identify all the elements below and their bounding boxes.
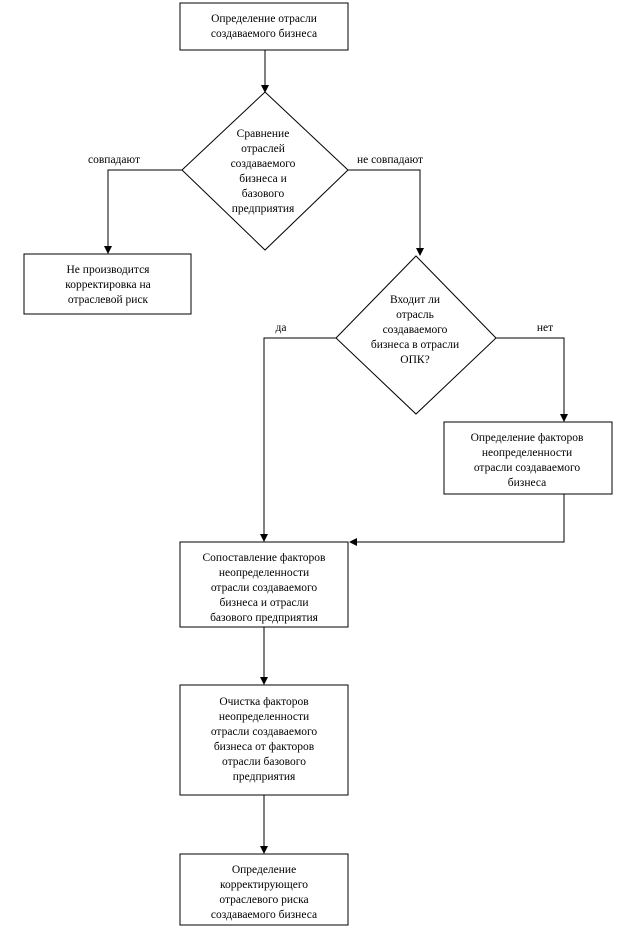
shapes [23,2,613,926]
node-text-line: отрасли создаваемого [211,726,318,738]
node-define-risk-text: Определение корректирующего отраслевого ри… [211,864,317,921]
node-text-line: отраслей [241,143,285,155]
node-text-line: бизнеса и [239,173,286,185]
node-text-line: базового предприятия [210,612,319,624]
edge-labels: совпадают не совпадают да нет [88,154,553,334]
node-text-line: Сопоставление факторов [203,552,327,564]
node-text-line: неопределенности [219,567,309,579]
edge-n3-n4 [349,494,565,546]
edge-d2-n4 [260,337,336,542]
node-compare-factors [179,541,349,628]
node-text-line: отрасли создаваемого [474,462,581,474]
node-text-line: отраслевого риска [219,894,308,906]
node-text-line: отрасль [396,309,434,321]
node-text-line: Очистка факторов [219,696,309,708]
node-text-line: неопределенности [482,447,572,459]
node-clean-factors-text: Очистка факторов неопределенности отрасли … [211,696,318,783]
node-define-factors [443,421,613,495]
node-text-line: предприятия [232,203,295,215]
edge-label-yes: да [276,322,287,334]
edge-label-no: нет [537,322,553,334]
node-text-line: Определение отрасли [211,13,317,25]
node-define-risk [179,853,349,926]
node-text-line: бизнеса в отрасли [371,339,459,351]
decision-compare-industries [181,91,349,251]
node-define-industry-text: Определение отрасли создаваемого бизнеса [211,13,317,40]
node-text-line: неопределенности [219,711,309,723]
node-text-line: создаваемого бизнеса [211,28,317,40]
node-clean-factors [179,684,349,796]
node-text-line: предприятия [233,771,296,783]
node-text-line: Не производится [67,264,151,276]
node-text-line: создаваемого бизнеса [211,909,317,921]
node-text-line: Входит ли [390,294,440,306]
node-text-line: Сравнение [237,128,290,140]
node-text-line: отрасли базового [222,756,306,768]
node-text-line: корректирующего [220,879,308,891]
node-no-correction [23,253,192,315]
node-text-line: Определение [232,864,296,876]
decision-opk [335,255,497,415]
node-texts: Определение отрасли создаваемого бизнеса … [65,13,584,921]
node-no-correction-text: Не производится корректировка на отраслево… [65,264,151,306]
node-text-line: отраслевой риск [68,294,149,306]
node-define-industry [179,2,349,51]
node-text-line: базового [242,188,285,200]
decision-compare-industries-text: Сравнение отраслей создаваемого бизнеса и ба… [231,128,296,215]
node-text-line: бизнеса и отрасли [220,597,309,609]
node-text-line: бизнеса [508,477,546,489]
node-text-line: Определение факторов [471,432,584,444]
edge-label-match: совпадают [88,154,140,166]
node-text-line: отрасли создаваемого [211,582,318,594]
node-text-line: создаваемого [383,324,448,336]
node-text-line: корректировка на [65,279,151,291]
edge-d1-d2 [348,169,424,256]
edges [104,50,568,854]
node-text-line: бизнеса от факторов [214,741,315,753]
edge-d2-n3 [496,337,568,422]
edge-d1-n2 [104,169,182,254]
decision-opk-text: Входит ли отрасль создаваемого бизнеса в от… [371,294,459,366]
node-define-factors-text: Определение факторов неопределенности отра… [471,432,584,489]
node-text-line: создаваемого [231,158,296,170]
node-text-line: ОПК? [400,354,429,366]
node-compare-factors-text: Сопоставление факторов неопределенности от… [203,552,327,624]
edge-label-no-match: не совпадают [357,154,423,166]
